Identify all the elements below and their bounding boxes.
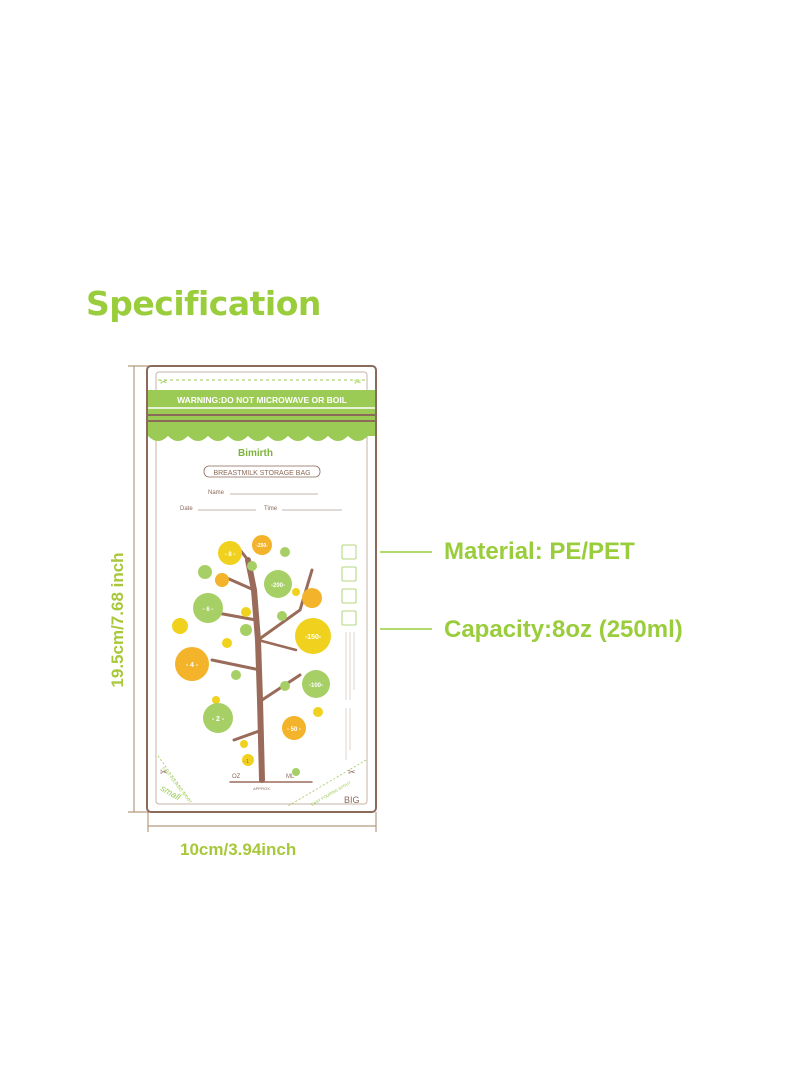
height-dimension-label: 19.5cm/7.68 inch [108,552,127,688]
mark-ml-250: -250- [256,543,268,549]
mark-oz-4: - 4 - [186,662,199,669]
mark-oz-6: - 6 - [203,607,214,613]
bag-top-band: ✂ ✂ [148,377,375,441]
mark-oz-2: - 2 - [212,716,225,723]
bag-time-label: Time [264,506,278,512]
bag-product-label: BREASTMILK STORAGE BAG [213,470,310,477]
page-title: Specification [86,284,321,323]
mark-ml-200: -200- [271,583,285,589]
scissors-icon-left: ✂ [160,767,168,777]
bag-date-label: Date [180,506,193,512]
mark-ml-50: - 50 - [287,727,301,733]
bag-side-text [345,632,355,760]
bag-big-label: BIG [344,795,360,805]
width-dimension-label: 10cm/3.94inch [180,840,297,859]
tree-circles [172,535,331,776]
bag-side-icons [341,544,357,626]
bag-ml-label: ML [286,774,295,780]
bag-warning-text: WARNING:DO NOT MICROWAVE OR BOIL [177,395,347,405]
width-dimension-line [147,812,377,832]
bag-oz-label: OZ [232,774,241,780]
material-spec: Material: PE/PET [444,538,635,565]
mark-oz-1: - 1 [243,759,249,765]
bag-approx-label: APPROX. [253,786,271,791]
bag-brand: Bimirth [238,448,273,459]
svg-text:✂: ✂ [354,377,362,387]
svg-text:✂: ✂ [160,377,168,387]
capacity-spec: Capacity:8oz (250ml) [444,616,683,643]
mark-ml-100: -100- [309,683,323,689]
tree-trunk [210,543,314,783]
bag-name-label: Name [208,490,225,496]
bag-bottom-corners [157,755,367,807]
mark-oz-8: - 8 - [225,552,236,558]
bag-product-label-box [203,465,321,478]
mark-ml-150: -150- [305,634,322,641]
scissors-icon: ✂ [348,767,356,777]
bag-outline [146,365,377,813]
